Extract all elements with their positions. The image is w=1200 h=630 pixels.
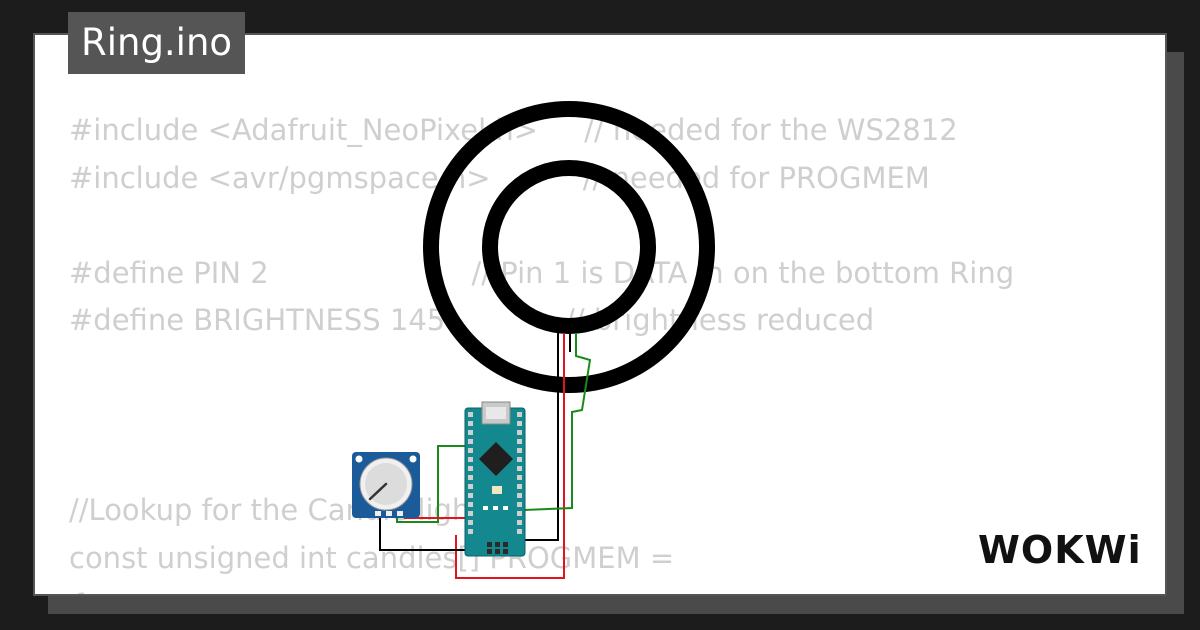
code-line: #define PIN 2 // Pin 1 is DATA In on the…: [69, 255, 1015, 290]
arduino-nano[interactable]: [464, 401, 526, 557]
wires: [379, 350, 592, 579]
wokwi-logo-text: WOKWi: [978, 528, 1142, 572]
wokwi-logo: WOKWi: [978, 528, 1142, 572]
neopixel-ring[interactable]: [423, 101, 715, 393]
code-preview: #include <Adafruit_NeoPixel.h> // needed…: [69, 107, 1015, 594]
file-name-tab[interactable]: Ring.ino: [68, 12, 246, 74]
potentiometer[interactable]: [352, 452, 420, 518]
code-line: {: [69, 582, 1014, 594]
